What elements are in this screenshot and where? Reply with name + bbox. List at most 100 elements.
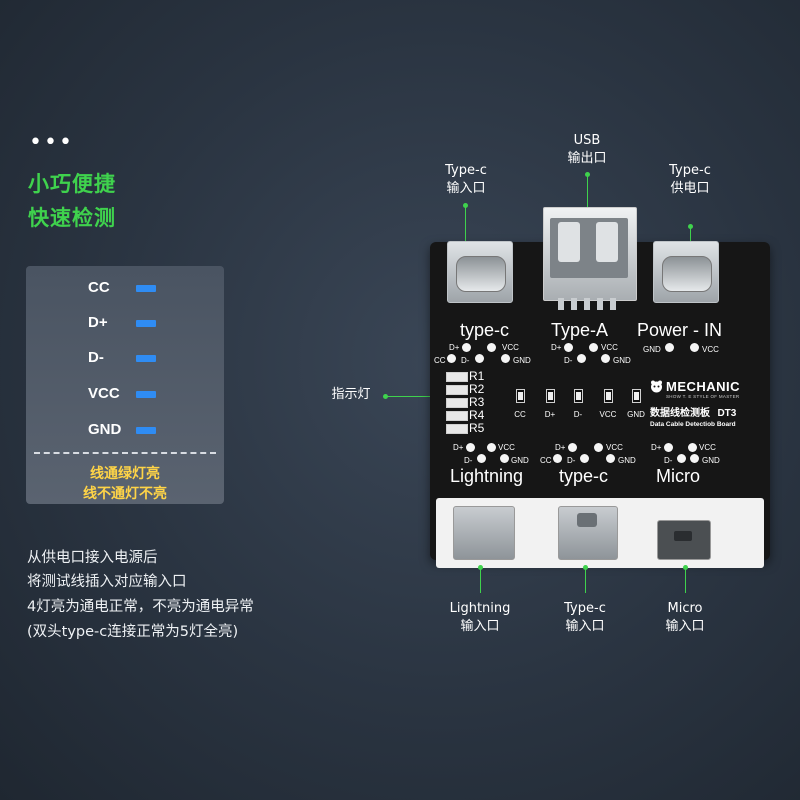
pin-label: D- xyxy=(664,456,673,465)
indicator-led-vcc xyxy=(604,389,613,403)
test-pad xyxy=(487,343,496,352)
test-pad xyxy=(564,343,573,352)
callout-line xyxy=(465,205,466,241)
test-pad xyxy=(477,454,486,463)
test-pad xyxy=(462,343,471,352)
legend-divider xyxy=(34,452,216,454)
legend-row-dminus: D- xyxy=(26,349,224,373)
typec-power-port[interactable] xyxy=(653,241,719,303)
board-label-typea: Type-A xyxy=(551,320,609,340)
resistor-label: R1 xyxy=(469,369,485,383)
test-pad xyxy=(606,454,615,463)
callout-title: Micro xyxy=(667,601,703,616)
callout-title: Type-c xyxy=(445,163,487,178)
test-pad xyxy=(580,454,589,463)
callout-subtitle: 输入口 xyxy=(460,619,500,634)
test-pad xyxy=(568,443,577,452)
mechanic-logo-icon xyxy=(650,380,663,393)
pin-label: GND xyxy=(511,456,529,465)
brand-logo-text: MECHANIC xyxy=(666,379,741,394)
pin-label: VCC xyxy=(498,443,515,452)
callout-subtitle: 输入口 xyxy=(446,181,486,196)
lightning-input-port[interactable] xyxy=(453,506,515,560)
brand-name-en: Data Cable Detectiob Board xyxy=(650,421,736,428)
led-label: D- xyxy=(573,410,583,419)
test-pad xyxy=(487,443,496,452)
legend-row-vcc: VCC xyxy=(26,385,224,409)
callout-title: Type-c xyxy=(564,601,606,616)
callout-subtitle: 输入口 xyxy=(665,619,705,634)
callout-usb-output: USB 输出口 xyxy=(562,132,612,168)
legend-led-icon xyxy=(136,427,156,434)
pin-label: CC xyxy=(434,356,446,365)
led-label: D+ xyxy=(544,410,556,419)
legend-note-pass: 线通绿灯亮 xyxy=(90,466,160,482)
brand-name-cn: 数据线检测板 xyxy=(650,408,710,419)
indicator-led-gnd xyxy=(632,389,641,403)
resistor-label: R4 xyxy=(469,408,485,422)
usb-a-output-port[interactable] xyxy=(543,207,637,310)
resistor-icon xyxy=(446,372,468,382)
resistor-icon xyxy=(446,398,468,408)
test-pad xyxy=(690,343,699,352)
resistor-icon xyxy=(446,424,468,434)
pin-label: D- xyxy=(461,356,470,365)
test-pad xyxy=(501,354,510,363)
typec-bottom-input-port[interactable] xyxy=(558,506,618,560)
resistor-label: R2 xyxy=(469,382,485,396)
pin-label: D- xyxy=(464,456,473,465)
legend-label: D+ xyxy=(88,314,108,331)
test-pad xyxy=(475,354,484,363)
legend-label: D- xyxy=(88,349,104,366)
led-label: GND xyxy=(627,410,645,419)
pin-label: GND xyxy=(643,345,661,354)
test-pad xyxy=(500,454,509,463)
legend-row-dplus: D+ xyxy=(26,314,224,338)
pin-label: VCC xyxy=(702,345,719,354)
callout-line xyxy=(690,226,691,242)
resistor-label: R5 xyxy=(469,421,485,435)
callout-lightning-input: Lightning 输入口 xyxy=(440,600,520,636)
micro-input-port[interactable] xyxy=(657,520,711,560)
board-label-lightning: Lightning xyxy=(450,466,524,486)
callout-title: Lightning xyxy=(449,601,511,616)
pin-label: VCC xyxy=(606,443,623,452)
callout-title: USB xyxy=(573,133,601,148)
callout-typec-input: Type-c 输入口 xyxy=(436,162,496,198)
pin-label: CC xyxy=(540,456,552,465)
pin-label: D+ xyxy=(555,443,566,452)
test-pad xyxy=(447,354,456,363)
test-pad xyxy=(665,343,674,352)
led-label: CC xyxy=(514,410,526,419)
callout-line xyxy=(587,174,588,218)
pin-label: GND xyxy=(618,456,636,465)
headline-fast-detect: 快速检测 xyxy=(28,206,116,230)
legend-row-cc: CC xyxy=(26,279,224,303)
resistor-icon xyxy=(446,385,468,395)
test-pad xyxy=(466,443,475,452)
pin-label: D- xyxy=(564,356,573,365)
board-label-power-in: Power - IN xyxy=(637,320,723,340)
headline-compact: 小巧便捷 xyxy=(28,172,116,196)
callout-line xyxy=(585,567,586,593)
test-pad xyxy=(553,454,562,463)
legend-row-gnd: GND xyxy=(26,421,224,445)
pin-label: GND xyxy=(513,356,531,365)
callout-title: Type-c xyxy=(669,163,711,178)
test-pad xyxy=(594,443,603,452)
typec-input-port[interactable] xyxy=(447,241,513,303)
legend-label: VCC xyxy=(88,385,120,402)
instruction-line-2: 将测试线插入对应输入口 xyxy=(27,574,187,590)
callout-subtitle: 输入口 xyxy=(565,619,605,634)
board-label-typec-top: type-c xyxy=(460,320,510,340)
resistor-icon xyxy=(446,411,468,421)
test-pad xyxy=(664,443,673,452)
pin-label: VCC xyxy=(601,343,618,352)
test-pad xyxy=(690,454,699,463)
test-pad xyxy=(589,343,598,352)
pin-label: D+ xyxy=(551,343,562,352)
legend-led-icon xyxy=(136,285,156,292)
led-label: VCC xyxy=(599,410,617,419)
legend-led-icon xyxy=(136,355,156,362)
instruction-line-4: (双头type-c连接正常为5灯全亮) xyxy=(27,624,239,640)
